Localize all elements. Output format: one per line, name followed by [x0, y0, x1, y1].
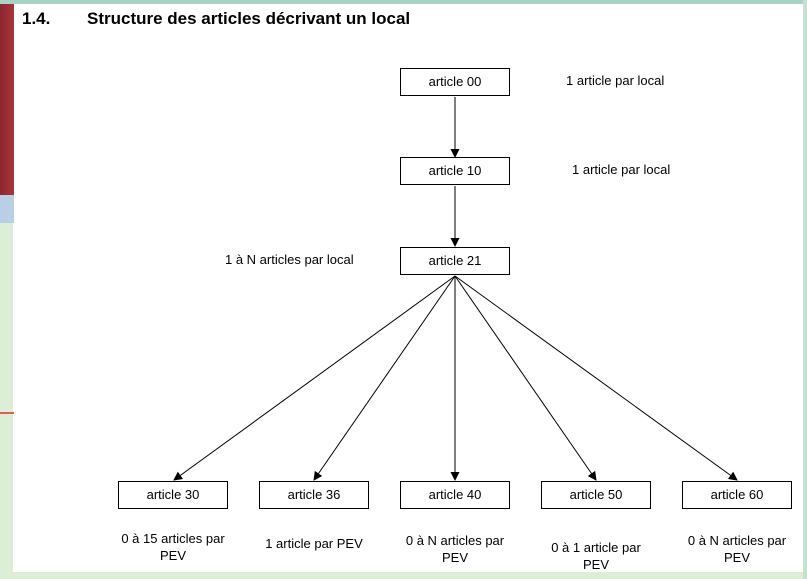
note-article-30-line2: PEV — [159, 548, 186, 563]
right-border — [803, 0, 807, 579]
node-article-21: article 21 — [400, 247, 510, 275]
note-article-60-line2: PEV — [723, 550, 750, 565]
note-article-10: 1 article par local — [572, 162, 671, 177]
connector-21-30 — [173, 275, 456, 481]
top-border — [0, 0, 807, 4]
node-article-50: article 50 — [541, 481, 651, 509]
note-article-50-line1: 0 à 1 article par — [551, 540, 641, 555]
bottom-border — [0, 572, 807, 579]
section-number: 1.4. — [22, 9, 51, 28]
note-article-30-line1: 0 à 15 articles par — [121, 531, 225, 546]
section-title: Structure des articles décrivant un loca… — [87, 9, 411, 28]
document-sheet — [14, 4, 803, 572]
note-article-50-line2: PEV — [582, 557, 609, 572]
note-article-60: 0 à N articles par PEV — [667, 532, 807, 566]
node-article-40: article 40 — [400, 481, 510, 509]
note-article-00: 1 article par local — [566, 73, 665, 88]
node-article-36: article 36 — [259, 481, 369, 509]
note-article-40-line1: 0 à N articles par — [405, 533, 505, 548]
note-article-40-line2: PEV — [441, 550, 468, 565]
connector-21-36 — [313, 275, 456, 481]
note-article-40: 0 à N articles par PEV — [385, 532, 525, 566]
note-article-30: 0 à 15 articles par PEV — [103, 530, 243, 564]
note-article-36: 1 article par PEV — [265, 536, 363, 551]
node-article-00: article 00 — [400, 68, 510, 96]
node-article-60: article 60 — [682, 481, 792, 509]
note-article-21: 1 à N articles par local — [225, 252, 354, 267]
connector-21-50 — [454, 275, 597, 481]
note-article-50: 0 à 1 article par PEV — [526, 539, 666, 573]
node-article-10: article 10 — [400, 157, 510, 185]
connector-21-60 — [454, 275, 738, 481]
note-article-60-line1: 0 à N articles par — [687, 533, 787, 548]
node-article-30: article 30 — [118, 481, 228, 509]
